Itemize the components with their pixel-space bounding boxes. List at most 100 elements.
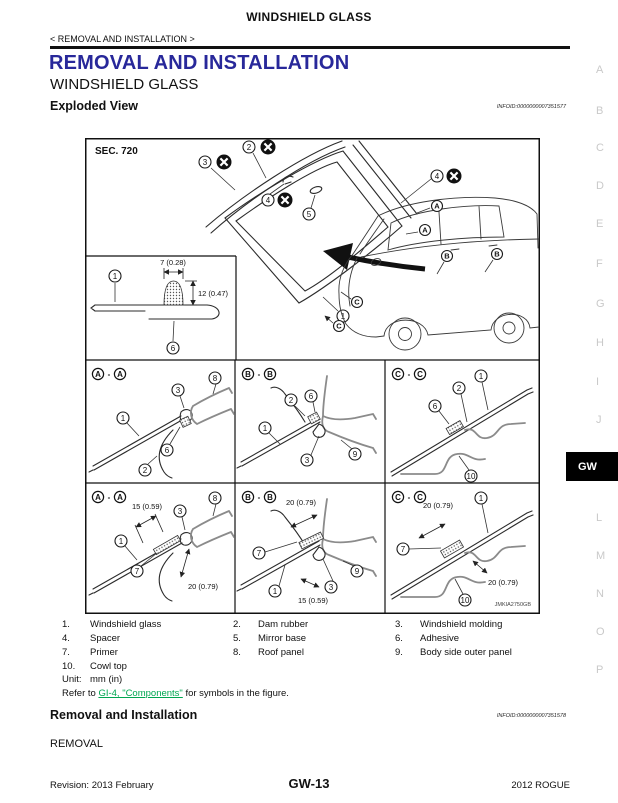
legend-num: 3.	[395, 619, 403, 630]
legend-num: 8.	[233, 647, 241, 658]
sidebar-tab-j[interactable]: J	[596, 414, 602, 426]
svg-text:-: -	[408, 370, 411, 379]
sidebar-tab-b[interactable]: B	[596, 105, 604, 117]
section-tab-sidebar: A B C D E F G H I J GW L M N O P	[566, 0, 618, 803]
svg-text:3: 3	[305, 456, 310, 465]
figure-border	[85, 138, 540, 614]
sidebar-tab-e[interactable]: E	[596, 218, 604, 230]
legend-num: 10.	[62, 661, 76, 672]
direction-arrow	[323, 243, 426, 272]
legend: 1.Windshield glass 2.Dam rubber 3.Windsh…	[62, 620, 570, 672]
exploded-view-infoid: INFOID:0000000007351577	[496, 104, 566, 110]
legend-num: 9.	[395, 647, 403, 658]
sidebar-tab-f[interactable]: F	[596, 258, 603, 270]
spacer-glyph	[282, 175, 294, 185]
svg-text:10: 10	[467, 472, 476, 481]
callout-4: 4	[430, 169, 444, 183]
sidebar-tab-c[interactable]: C	[596, 142, 604, 154]
svg-text:1: 1	[263, 424, 268, 433]
svg-text:6: 6	[309, 392, 314, 401]
callout-6: 6	[304, 389, 318, 403]
sidebar-tab-h[interactable]: H	[596, 337, 604, 349]
svg-text:C: C	[336, 322, 342, 331]
svg-text:8: 8	[213, 494, 218, 503]
svg-text:1: 1	[113, 272, 118, 281]
figure-id: JMKIA2750GB	[495, 602, 532, 608]
callout-1: 1	[258, 421, 272, 435]
sidebar-tab-l[interactable]: L	[596, 512, 603, 524]
sidebar-tab-g[interactable]: G	[596, 298, 605, 310]
inset-leaders	[114, 283, 175, 342]
svg-text:1: 1	[479, 372, 484, 381]
svg-text:20 (0.79): 20 (0.79)	[188, 582, 219, 591]
section-aa-dims-drawing: 15 (0.59) 20 (0.79)	[88, 502, 235, 602]
svg-text:A: A	[117, 493, 123, 502]
svg-text:15 (0.59): 15 (0.59)	[132, 502, 163, 511]
callout-8: 8	[208, 491, 222, 505]
svg-text:15 (0.59): 15 (0.59)	[298, 596, 329, 605]
panel-label-a-a: A-A	[91, 367, 127, 381]
refer-prefix: Refer to	[62, 688, 99, 699]
sidebar-tab-i[interactable]: I	[596, 376, 600, 388]
svg-text:-: -	[258, 493, 261, 502]
callout-1: 1	[474, 369, 488, 383]
sidebar-tab-a[interactable]: A	[596, 64, 604, 76]
sidebar-tab-d[interactable]: D	[596, 180, 604, 192]
do-not-reuse-icon	[215, 153, 233, 171]
sidebar-tab-m[interactable]: M	[596, 550, 606, 562]
sidebar-tab-o[interactable]: O	[596, 626, 605, 638]
bead-width-dim: 7 (0.28)	[160, 258, 186, 267]
page-title: WINDSHIELD GLASS	[246, 10, 372, 24]
divider	[50, 46, 570, 49]
do-not-reuse-icon	[276, 191, 294, 209]
svg-text:6: 6	[171, 344, 176, 353]
svg-text:6: 6	[165, 446, 170, 455]
legend-label: Windshield glass	[90, 619, 162, 630]
svg-text:1: 1	[479, 494, 484, 503]
section-subtitle: WINDSHIELD GLASS	[50, 76, 199, 93]
callout-7: 7	[130, 564, 144, 578]
section-cc-drawing	[390, 381, 534, 477]
svg-text:2: 2	[289, 396, 294, 405]
section-marker-c: C	[350, 295, 364, 309]
gi-components-link[interactable]: GI-4, "Components"	[98, 688, 183, 699]
svg-text:B: B	[267, 370, 273, 379]
callout-3: 3	[173, 504, 187, 518]
callout-2: 2	[452, 381, 466, 395]
exploded-view-heading: Exploded View	[50, 99, 138, 113]
callout-1: 1	[474, 491, 488, 505]
sidebar-tab-p[interactable]: P	[596, 664, 604, 676]
svg-text:3: 3	[329, 583, 334, 592]
footer-page-number: GW-13	[288, 776, 330, 791]
svg-text:C: C	[395, 493, 401, 502]
front-wheel	[388, 317, 422, 351]
sidebar-tab-n[interactable]: N	[596, 588, 604, 600]
side-mirror	[370, 258, 382, 266]
svg-text:C: C	[395, 370, 401, 379]
callout-leader-lines	[210, 152, 432, 312]
svg-text:20 (0.79): 20 (0.79)	[286, 498, 317, 507]
legend-num: 4.	[62, 633, 70, 644]
sidebar-tab-gw-active[interactable]: GW	[566, 452, 618, 481]
svg-text:1: 1	[341, 312, 346, 321]
legend-label: Spacer	[90, 633, 121, 644]
svg-text:C: C	[417, 370, 423, 379]
rear-wheel	[493, 312, 525, 344]
bead-height-dim: 12 (0.47)	[198, 289, 229, 298]
callout-7: 7	[252, 546, 266, 560]
removal-installation-infoid: INFOID:0000000007351578	[496, 713, 566, 719]
svg-text:A: A	[422, 226, 428, 235]
footer-revision: Revision: 2013 February	[50, 780, 154, 791]
refer-note: Refer to GI-4, "Components" for symbols …	[62, 688, 289, 699]
svg-text:A: A	[95, 370, 101, 379]
removal-subheading: REMOVAL	[50, 738, 103, 750]
section-cc-dims-drawing: 20 (0.79) 20 (0.79) JMKIA2750GB	[390, 501, 534, 608]
legend-num: 2.	[233, 619, 241, 630]
svg-text:4: 4	[435, 172, 440, 181]
windshield-glass-drawing	[205, 140, 418, 304]
svg-text:1: 1	[273, 587, 278, 596]
section-marker-c: C	[332, 319, 346, 333]
svg-text:2: 2	[247, 143, 252, 152]
section-marker-arrows	[325, 207, 494, 324]
